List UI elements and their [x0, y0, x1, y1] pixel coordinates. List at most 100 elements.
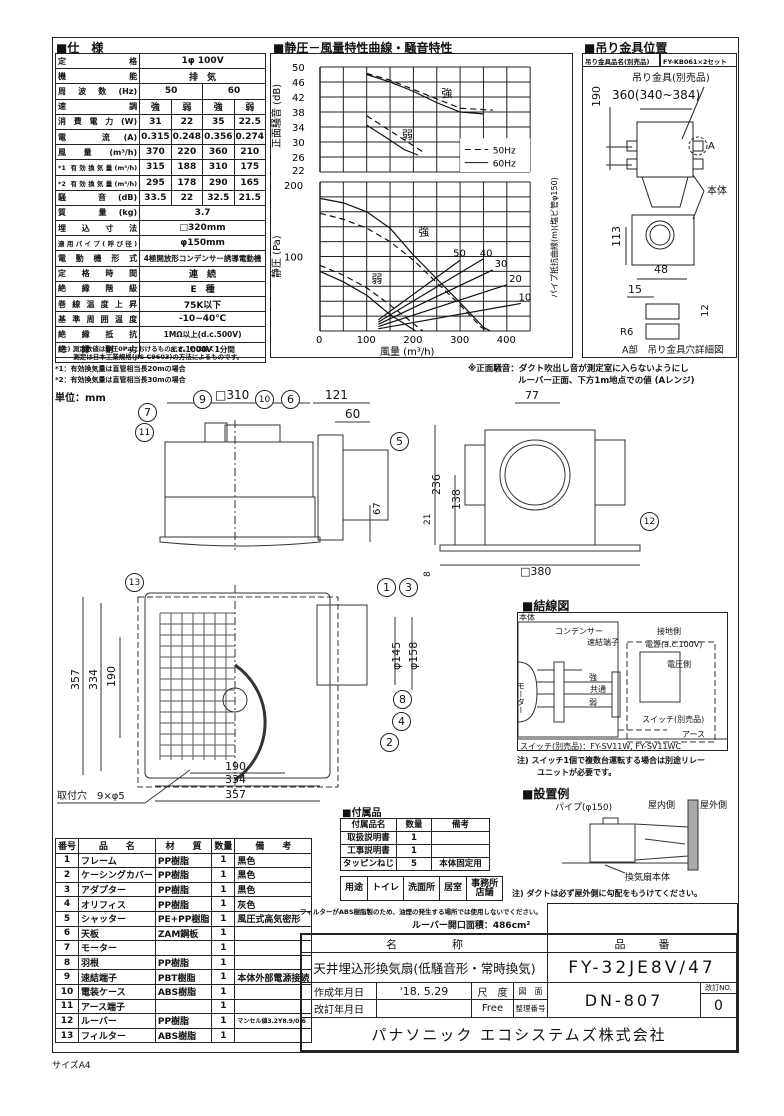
spec-label: 電 流(A) [54, 128, 141, 146]
spec-value: 4極開放形コンデンサー誘導電動機 [139, 250, 266, 267]
ground-side-label: 接地側 [657, 626, 681, 636]
usage-cell: トイレ [367, 876, 405, 901]
dim-310: □310 [215, 388, 249, 402]
parts-cell: 7 [54, 940, 80, 956]
dim-190-horizontal: 190 [225, 760, 246, 773]
louver-area: ルーバー開口面積：486cm² [412, 921, 531, 931]
hanger-dim-15: 15 [628, 283, 642, 296]
dim-334-horizontal: 334 [225, 773, 246, 786]
spec-value: 360 [202, 144, 235, 161]
spec-row: 速 調強弱強弱 [54, 98, 267, 115]
dim-380: □380 [520, 565, 551, 578]
parts-cell: 1 [211, 910, 236, 927]
spec-value: 22 [170, 113, 204, 130]
dim-67: 67 [372, 502, 383, 515]
parts-header-cell: 材 質 [154, 838, 213, 854]
noise-curve [366, 73, 484, 115]
spec-note: (注) 測定数値は静圧0Paにおけるものです。(*は除く) 測定は日本工業規格(… [55, 344, 266, 363]
dim-121: 121 [325, 388, 348, 402]
company-name: パナソニック エコシステムズ株式会社 [301, 1017, 737, 1051]
accessories-cell: 5 [396, 857, 433, 871]
spec-value: 370 [139, 144, 172, 161]
drawing-no-label-1: 図 面 [513, 982, 548, 1000]
y-tick-label: 30 [292, 138, 305, 149]
parts-cell: 1 [211, 940, 236, 956]
outdoor-label: 屋外側 [700, 799, 727, 811]
wiring-note-1: 注) スイッチ1個で複数台運転する場合は別途リレー [517, 756, 706, 765]
spec-value: 31 [139, 113, 172, 130]
spec-value: 188 [170, 159, 204, 176]
accessories-title: ■付属品 [342, 808, 382, 819]
accessories-cell [431, 831, 491, 845]
parts-cell: 1 [211, 881, 236, 898]
y-tick-label: 46 [292, 78, 305, 89]
hanger-dim-190: 190 [590, 86, 603, 107]
usage-cell: 事務所 店舗 [466, 876, 504, 901]
paper-size: サイズA4 [52, 1061, 91, 1071]
spec-value: 315 [139, 159, 172, 176]
legend-60hz: 60Hz [493, 159, 516, 169]
revised-label: 改訂年月日 [301, 999, 377, 1018]
part-balloon: 6 [281, 390, 300, 409]
revised-date [376, 999, 472, 1018]
spec-label: 埋 込 寸 法 [54, 220, 141, 237]
spec-value: 0.356 [202, 128, 235, 146]
install-note: 注) ダクトは必ず屋外側に勾配をもうけてください。 [512, 889, 702, 898]
part-balloon: 4 [392, 712, 411, 731]
hanger-drawing: 吊り金具(別売品) 360(340~384) 190 A 本体 113 48 1… [590, 71, 727, 356]
voltage-side-label: 電圧側 [667, 659, 691, 669]
duct-resistance-curve [378, 284, 507, 328]
parts-cell: PP樹脂 [154, 896, 213, 912]
spec-value: 210 [233, 144, 267, 161]
x-tick-label: 100 [357, 335, 376, 346]
parts-header-cell: 品 名 [78, 838, 156, 854]
created-date: '18. 5.29 [376, 982, 472, 1000]
usage-table: 用途トイレ洗面所居室事務所 店舗 [339, 876, 504, 901]
duct-curve-label: 30 [495, 259, 508, 270]
spec-label: 質 量(kg) [54, 204, 141, 222]
parts-cell: 黒色 [234, 867, 313, 883]
duct-resistance-curve [378, 258, 484, 323]
install-diagram: パイプ(φ150) 屋内側 屋外側 換気扇本体 [555, 799, 727, 883]
x-tick-label: 300 [450, 335, 469, 346]
noise-curve [366, 124, 419, 156]
name-header: 名 称 [301, 934, 548, 953]
spec-title: ■仕 様 [56, 41, 104, 55]
spec-label: 基準周囲温度 [54, 311, 141, 328]
parts-cell: 3 [54, 881, 80, 898]
parts-cell: 電装ケース [78, 983, 156, 1000]
install-pipe-label: パイプ(φ150) [555, 802, 612, 813]
mounting-holes-label: 取付穴 9×φ5 [57, 789, 125, 802]
spec-label: 消費電力(W) [54, 113, 141, 130]
accessories-cell: 取扱説明書 [339, 831, 398, 845]
part-balloon: 7 [138, 403, 157, 422]
part-balloon: 9 [193, 390, 212, 409]
number-header: 品 番 [547, 934, 737, 953]
part-balloon: 13 [125, 573, 144, 592]
accessories-header-cell: 備考 [431, 818, 491, 832]
parts-cell: シャッター [78, 910, 156, 927]
accessories-header: 付属品名数量備考 [339, 818, 491, 832]
created-label: 作成年月日 [301, 982, 377, 1000]
hanger-name-label: 吊り金具品名(別売品) [582, 53, 660, 67]
parts-cell: ABS樹脂 [154, 983, 213, 1000]
chart-title: ■静圧－風量特性曲線・騒音特性 [273, 41, 453, 55]
side-view-drawing: □310 121 60 67 [159, 388, 389, 550]
spec-row: 基準周囲温度-10~40℃ [54, 311, 266, 328]
spec-label: 絶 縁 階 級 [54, 280, 141, 298]
spec-value: 22.5 [233, 113, 267, 130]
hanger-title: ■吊り金具位置 [584, 41, 668, 55]
parts-cell: ZAM鋼板 [154, 925, 213, 942]
dim-60: 60 [345, 407, 360, 421]
spec-label: *2 有効換気量(m³/h) [54, 174, 141, 191]
parts-cell: アース端子 [78, 998, 156, 1015]
x-tick-label: 400 [497, 335, 516, 346]
